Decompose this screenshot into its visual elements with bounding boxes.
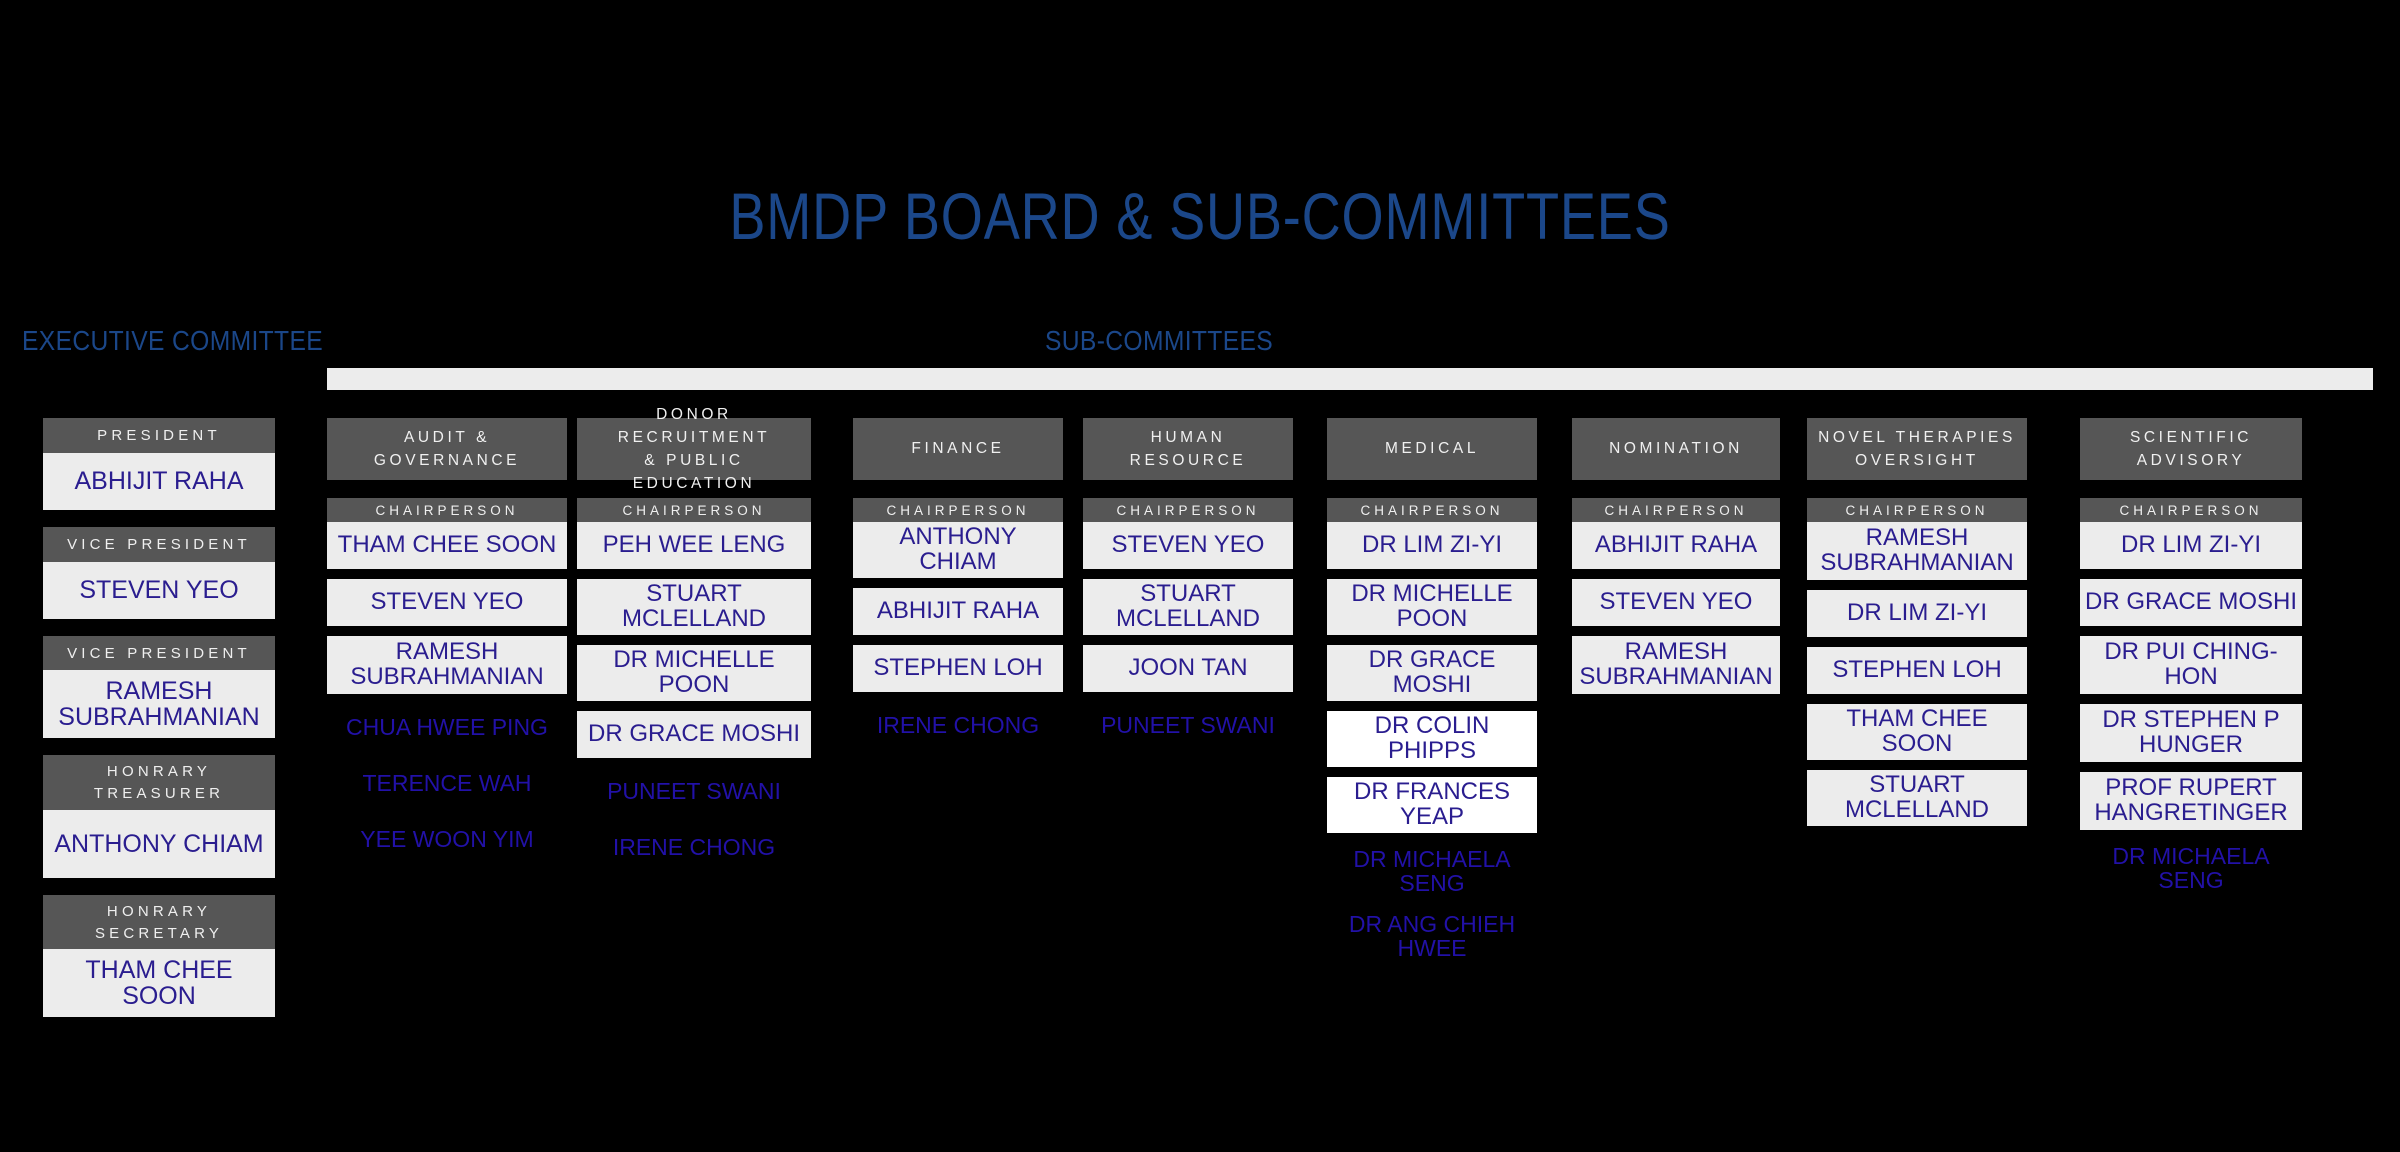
subcommittee-member: DR ANG CHIEH HWEE bbox=[1348, 911, 1516, 962]
chairperson-name: THAM CHEE SOON bbox=[327, 522, 567, 569]
subcommittee-member: CHUA HWEE PING bbox=[346, 714, 548, 741]
subcommittee-member: IRENE CHONG bbox=[876, 711, 1040, 738]
subcommittee-member: STUART MCLELLAND bbox=[1083, 579, 1293, 635]
chairperson-name: PEH WEE LENG bbox=[577, 522, 811, 569]
subcommittee-title: MEDICAL bbox=[1327, 418, 1537, 480]
exec-role-label: VICE PRESIDENT bbox=[43, 635, 275, 671]
subcommittee-member: ABHIJIT RAHA bbox=[853, 587, 1063, 635]
subcommittee-member: DR MICHAELA SENG bbox=[2112, 843, 2270, 893]
subcommittee-member: DR FRANCES YEAP bbox=[1327, 776, 1537, 833]
subcommittee-member: DR MICHELLE POON bbox=[1327, 579, 1537, 635]
subcommittee-member: STUART MCLELLAND bbox=[577, 579, 811, 635]
executive-committee-label: EXECUTIVE COMMITTEE bbox=[22, 325, 324, 356]
subcommittee-member: TERENCE WAH bbox=[362, 770, 532, 797]
subcommittee-member: THAM CHEE SOON bbox=[1807, 704, 2027, 760]
exec-member-name: ABHIJIT RAHA bbox=[43, 452, 275, 510]
exec-member-name: ANTHONY CHIAM bbox=[43, 809, 275, 878]
chairperson-name: DR LIM ZI-YI bbox=[2080, 522, 2302, 569]
subcommittee-title: FINANCE bbox=[853, 418, 1063, 480]
subcommittee-member: STEVEN YEO bbox=[327, 579, 567, 626]
chairperson-name: ABHIJIT RAHA bbox=[1572, 522, 1780, 569]
subcommittee-member: STUART MCLELLAND bbox=[1807, 769, 2027, 826]
subcommittee-title: NOMINATION bbox=[1572, 418, 1780, 480]
subcommittee-title: DONOR RECRUITMENT& PUBLIC EDUCATION bbox=[577, 406, 811, 492]
subcommittees-divider bbox=[327, 368, 2373, 390]
subcommittee-member: PUNEET SWANI bbox=[607, 777, 781, 804]
subcommittee-member: STEPHEN LOH bbox=[1807, 647, 2027, 694]
subcommittee-member: DR PUI CHING-HON bbox=[2080, 636, 2302, 694]
exec-role-label: VICE PRESIDENT bbox=[43, 526, 275, 562]
subcommittee-member: YEE WOON YIM bbox=[360, 826, 534, 853]
subcommittee-member: DR MICHAELA SENG bbox=[1353, 845, 1511, 896]
chairperson-name: DR LIM ZI-YI bbox=[1327, 522, 1537, 569]
chairperson-label: CHAIRPERSON bbox=[1572, 498, 1780, 522]
exec-member-name: STEVEN YEO bbox=[43, 561, 275, 619]
subcommittee-member: DR COLIN PHIPPS bbox=[1327, 710, 1537, 767]
subcommittee-member: PUNEET SWANI bbox=[1101, 711, 1275, 738]
exec-member-name: THAM CHEE SOON bbox=[43, 949, 275, 1018]
chairperson-label: CHAIRPERSON bbox=[1083, 498, 1293, 522]
subcommittee-title: AUDIT &GOVERNANCE bbox=[327, 418, 567, 480]
subcommittee-column-2: DONOR RECRUITMENT& PUBLIC EDUCATION CHAIR… bbox=[577, 406, 811, 870]
page-title: BMDP BOARD & SUB-COMMITTEES bbox=[729, 179, 1671, 253]
chairperson-label: CHAIRPERSON bbox=[577, 498, 811, 522]
subcommittee-member: DR GRACE MOSHI bbox=[1327, 644, 1537, 701]
subcommittees-label: SUB-COMMITTEES bbox=[1045, 325, 1274, 356]
chairperson-label: CHAIRPERSON bbox=[1327, 498, 1537, 522]
chairperson-name: STEVEN YEO bbox=[1083, 522, 1293, 569]
chairperson-label: CHAIRPERSON bbox=[327, 498, 567, 522]
subcommittee-member: STEVEN YEO bbox=[1572, 579, 1780, 626]
chairperson-name: ANTHONY CHIAM bbox=[853, 522, 1063, 578]
chairperson-label: CHAIRPERSON bbox=[1807, 498, 2027, 522]
chairperson-label: CHAIRPERSON bbox=[853, 498, 1063, 522]
chairperson-label: CHAIRPERSON bbox=[2080, 498, 2302, 522]
subcommittee-member: DR MICHELLE POON bbox=[577, 644, 811, 701]
subcommittee-member: DR GRACE MOSHI bbox=[577, 710, 811, 758]
subcommittee-member: DR GRACE MOSHI bbox=[2080, 579, 2302, 626]
subcommittee-member: STEPHEN LOH bbox=[853, 644, 1063, 692]
subcommittee-member: IRENE CHONG bbox=[612, 833, 776, 860]
subcommittee-member: DR LIM ZI-YI bbox=[1807, 590, 2027, 637]
subcommittee-member: JOON TAN bbox=[1083, 644, 1293, 692]
exec-role-label: PRESIDENT bbox=[43, 418, 275, 453]
